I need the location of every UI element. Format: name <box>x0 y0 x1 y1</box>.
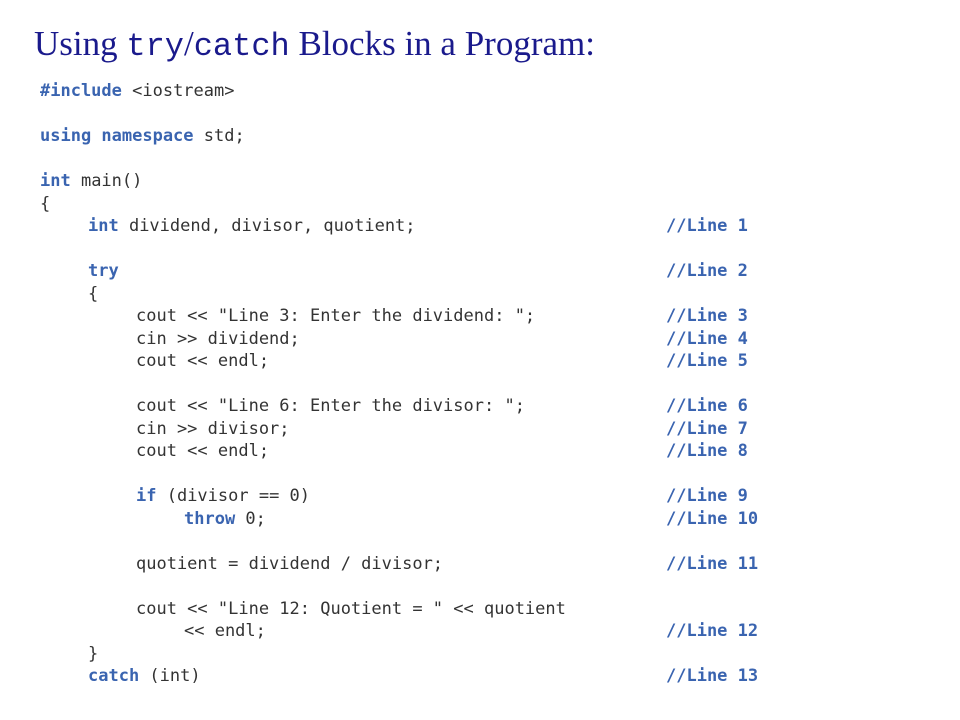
code-line: cout << endl; //Line 8 <box>40 440 800 463</box>
title-catch-keyword: catch <box>193 28 290 65</box>
code-line: using namespace std; <box>40 125 800 148</box>
code-line: cin >> dividend; //Line 4 <box>40 328 800 351</box>
code-text: std; <box>193 126 245 146</box>
code-text: 0; <box>235 508 266 529</box>
title-suffix: Blocks in a Program: <box>289 24 595 63</box>
code-line: int dividend, divisor, quotient; //Line 1 <box>40 215 800 238</box>
code-statement: { <box>88 283 98 306</box>
code-statement: cin >> divisor; <box>136 418 290 441</box>
code-comment: //Line 4 <box>666 328 748 349</box>
code-keyword: if <box>136 486 157 506</box>
code-blank-line <box>40 463 800 486</box>
slide-title: Using try/catch Blocks in a Program: <box>34 22 595 69</box>
code-statement: quotient = dividend / divisor; <box>136 553 443 576</box>
code-comment: //Line 13 <box>666 666 759 686</box>
code-text: (int) <box>139 666 201 686</box>
code-text: cout << "Line 12: Quotient = " << quotie… <box>136 598 566 619</box>
code-blank-line <box>40 530 800 553</box>
code-text: cout << endl; <box>136 351 270 371</box>
code-line: cin >> divisor; //Line 7 <box>40 418 800 441</box>
code-line: cout << endl; //Line 5 <box>40 350 800 373</box>
code-line: { <box>40 283 800 306</box>
code-line: quotient = dividend / divisor; //Line 11 <box>40 553 800 576</box>
code-comment: //Line 12 <box>666 621 759 641</box>
code-blank-line <box>40 373 800 396</box>
code-statement: int main() <box>40 170 142 193</box>
title-prefix: Using <box>34 24 127 63</box>
code-line: if (divisor == 0) //Line 9 <box>40 485 800 508</box>
code-line: << endl; //Line 12 <box>40 620 800 643</box>
code-text: } <box>88 643 99 664</box>
code-text: cout << endl; <box>136 441 270 461</box>
code-keyword: #include <box>40 81 122 101</box>
code-statement: int dividend, divisor, quotient; <box>88 215 416 238</box>
code-text: { <box>40 193 51 214</box>
code-comment: //Line 11 <box>666 553 759 574</box>
code-comment: //Line 7 <box>666 418 748 439</box>
code-comment: //Line 9 <box>666 486 748 506</box>
code-comment: //Line 10 <box>666 508 759 529</box>
code-text: cout << "Line 3: Enter the dividend: "; <box>136 306 536 326</box>
code-line: try //Line 2 <box>40 260 800 283</box>
code-blank-line <box>40 103 800 126</box>
code-statement: cout << "Line 3: Enter the dividend: "; <box>136 305 535 328</box>
code-statement: if (divisor == 0) <box>136 485 310 508</box>
code-blank-line <box>40 238 800 261</box>
code-line: throw 0; //Line 10 <box>40 508 800 531</box>
code-statement: cout << "Line 6: Enter the divisor: "; <box>136 395 525 418</box>
code-statement: #include <iostream> <box>40 80 234 103</box>
code-statement: cout << "Line 12: Quotient = " << quotie… <box>136 598 566 621</box>
code-comment: //Line 6 <box>666 396 748 416</box>
code-keyword: using namespace <box>40 126 194 146</box>
code-statement: cout << endl; <box>136 350 269 373</box>
code-line: cout << "Line 6: Enter the divisor: "; //… <box>40 395 800 418</box>
code-statement: using namespace std; <box>40 125 245 148</box>
code-line: } <box>40 643 800 666</box>
code-listing: #include <iostream> using namespace std; i… <box>40 80 800 688</box>
code-text: cin >> divisor; <box>136 418 290 439</box>
code-line: cout << "Line 12: Quotient = " << quotie… <box>40 598 800 621</box>
code-line: cout << "Line 3: Enter the dividend: "; /… <box>40 305 800 328</box>
code-blank-line <box>40 575 800 598</box>
code-text: << endl; <box>184 621 266 641</box>
code-statement: { <box>40 193 50 216</box>
code-statement: } <box>88 643 98 666</box>
code-statement: try <box>88 260 119 283</box>
code-text: <iostream> <box>121 81 235 101</box>
code-keyword: int <box>88 216 119 236</box>
code-text: cout << "Line 6: Enter the divisor: "; <box>136 396 525 416</box>
code-comment: //Line 2 <box>666 261 748 281</box>
code-statement: cout << endl; <box>136 440 269 463</box>
code-statement: throw 0; <box>184 508 266 531</box>
code-text: quotient = dividend / divisor; <box>136 553 444 574</box>
code-line: catch (int) //Line 13 <box>40 665 800 688</box>
code-comment: //Line 3 <box>666 306 748 326</box>
code-text: { <box>88 283 99 304</box>
code-keyword: throw <box>184 508 236 529</box>
code-keyword: try <box>88 261 119 281</box>
title-slash: / <box>183 24 194 63</box>
code-text: (divisor == 0) <box>156 486 311 506</box>
code-comment: //Line 1 <box>666 216 748 236</box>
code-comment: //Line 5 <box>666 351 748 371</box>
code-blank-line <box>40 148 800 171</box>
code-text: main() <box>70 171 143 191</box>
code-line: { <box>40 193 800 216</box>
code-statement: << endl; <box>184 620 266 643</box>
code-statement: catch (int) <box>88 665 201 688</box>
code-keyword: catch <box>88 666 140 686</box>
code-text: cin >> dividend; <box>136 328 300 349</box>
code-line: #include <iostream> <box>40 80 800 103</box>
code-comment: //Line 8 <box>666 441 748 461</box>
title-try-keyword: try <box>126 28 184 65</box>
code-text: dividend, divisor, quotient; <box>118 216 416 236</box>
code-keyword: int <box>40 171 71 191</box>
code-line: int main() <box>40 170 800 193</box>
code-statement: cin >> dividend; <box>136 328 300 351</box>
